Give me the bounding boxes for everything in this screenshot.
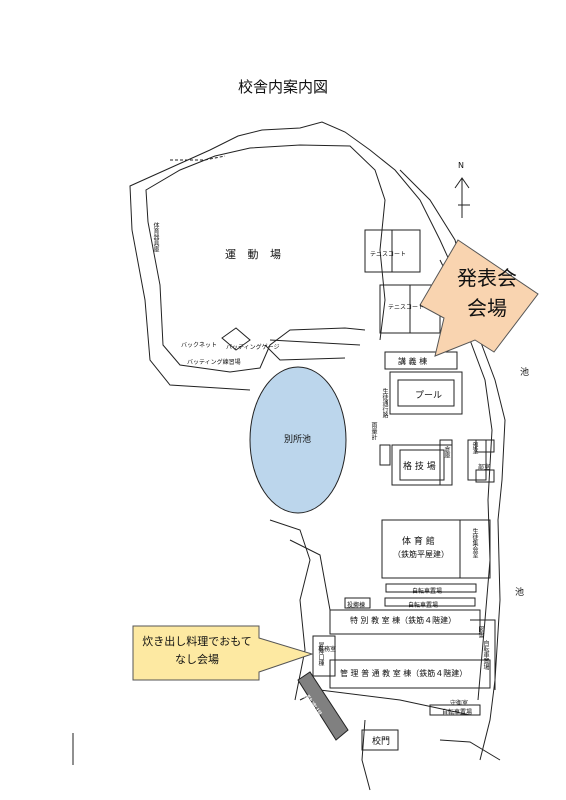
label-small-3: 部室 bbox=[478, 464, 491, 471]
label-tennis-court-1: テニスコート bbox=[370, 251, 407, 258]
entrance-building bbox=[312, 635, 336, 677]
label-gym: 体 育 館 bbox=[402, 537, 435, 547]
label-backnet: バックネット bbox=[181, 342, 218, 349]
label-rain-gauge: 雨量計 bbox=[370, 422, 377, 440]
label-library: 図書 bbox=[477, 626, 484, 638]
gate-box bbox=[361, 729, 399, 751]
cooking-callout-shape bbox=[132, 625, 314, 681]
label-bike-1: 自転車置場 bbox=[412, 588, 443, 595]
compass-label: N bbox=[458, 161, 464, 170]
lecture-building bbox=[384, 351, 458, 370]
label-lecture: 講 義 棟 bbox=[398, 357, 428, 366]
label-special-building: 特 別 教 室 棟（鉄筋４階建） bbox=[350, 616, 457, 625]
venue-callout-line-1: 発表会 bbox=[457, 266, 517, 290]
outer-west bbox=[131, 229, 251, 391]
general-classroom-building bbox=[329, 659, 491, 689]
label-tennis-court-2: テニスコート bbox=[388, 304, 425, 311]
venue-callout-line-2: 会場 bbox=[467, 296, 507, 320]
venue-callout: 発表会 会場 bbox=[447, 263, 527, 323]
batting-cage bbox=[221, 327, 251, 351]
ground-boundary bbox=[129, 121, 451, 263]
label-guard: 守衛室 bbox=[450, 700, 469, 707]
label-ground: 運 動 場 bbox=[225, 248, 285, 261]
label-bike-3: 自転車置場 bbox=[442, 709, 473, 716]
label-pond: 別所池 bbox=[284, 435, 312, 445]
label-small-1: 部室 bbox=[471, 442, 478, 454]
label-batting-area: バッティング練習場 bbox=[187, 359, 241, 366]
label-pool: プール bbox=[415, 391, 443, 401]
cooking-callout-line-1: 炊き出し料理でおもて bbox=[142, 635, 252, 648]
label-entrance: 昇降口棟 bbox=[317, 642, 324, 666]
cooking-callout-line-2: なし会場 bbox=[175, 653, 219, 666]
label-pond-side-2: 池 bbox=[515, 588, 525, 598]
label-gym-storage: 体育器具庫 bbox=[152, 222, 159, 252]
ground-inner-fence bbox=[145, 144, 386, 341]
label-batting-cage: バッティングゲージ bbox=[226, 344, 280, 351]
venue-callout-shape bbox=[419, 239, 539, 357]
map-title: 校舎内案内図 bbox=[237, 78, 328, 96]
label-bike-side: 自転車置場 bbox=[482, 640, 489, 670]
label-gate: 校門 bbox=[372, 737, 391, 747]
label-bike-2: 自転車置場 bbox=[408, 602, 439, 609]
north-arrow bbox=[454, 177, 470, 218]
label-student-hall: 生徒集会室 bbox=[471, 528, 478, 558]
label-office: 事務室 bbox=[318, 646, 337, 653]
label-kyuyo: 投擲棟 bbox=[347, 602, 366, 609]
pond-bessho bbox=[249, 366, 347, 514]
pool-inner bbox=[397, 379, 455, 407]
parking-area bbox=[297, 671, 349, 741]
label-gym-sub: （鉄筋平屋建） bbox=[393, 550, 449, 559]
label-pond-side: 池 bbox=[520, 368, 530, 378]
pool-outer bbox=[389, 371, 463, 415]
ground-fence-west bbox=[147, 221, 366, 373]
label-dojo: 格 技 場 bbox=[403, 462, 436, 472]
cooking-callout: 炊き出し料理でおもて なし会場 bbox=[135, 633, 259, 669]
label-small-2: 倉庫 bbox=[443, 446, 450, 458]
label-narrow-road: 生徒通行路 bbox=[381, 388, 388, 418]
label-general-building: 管 理 普 通 教 室 棟（鉄筋４階建） bbox=[340, 669, 468, 678]
special-classroom-building bbox=[329, 609, 481, 635]
